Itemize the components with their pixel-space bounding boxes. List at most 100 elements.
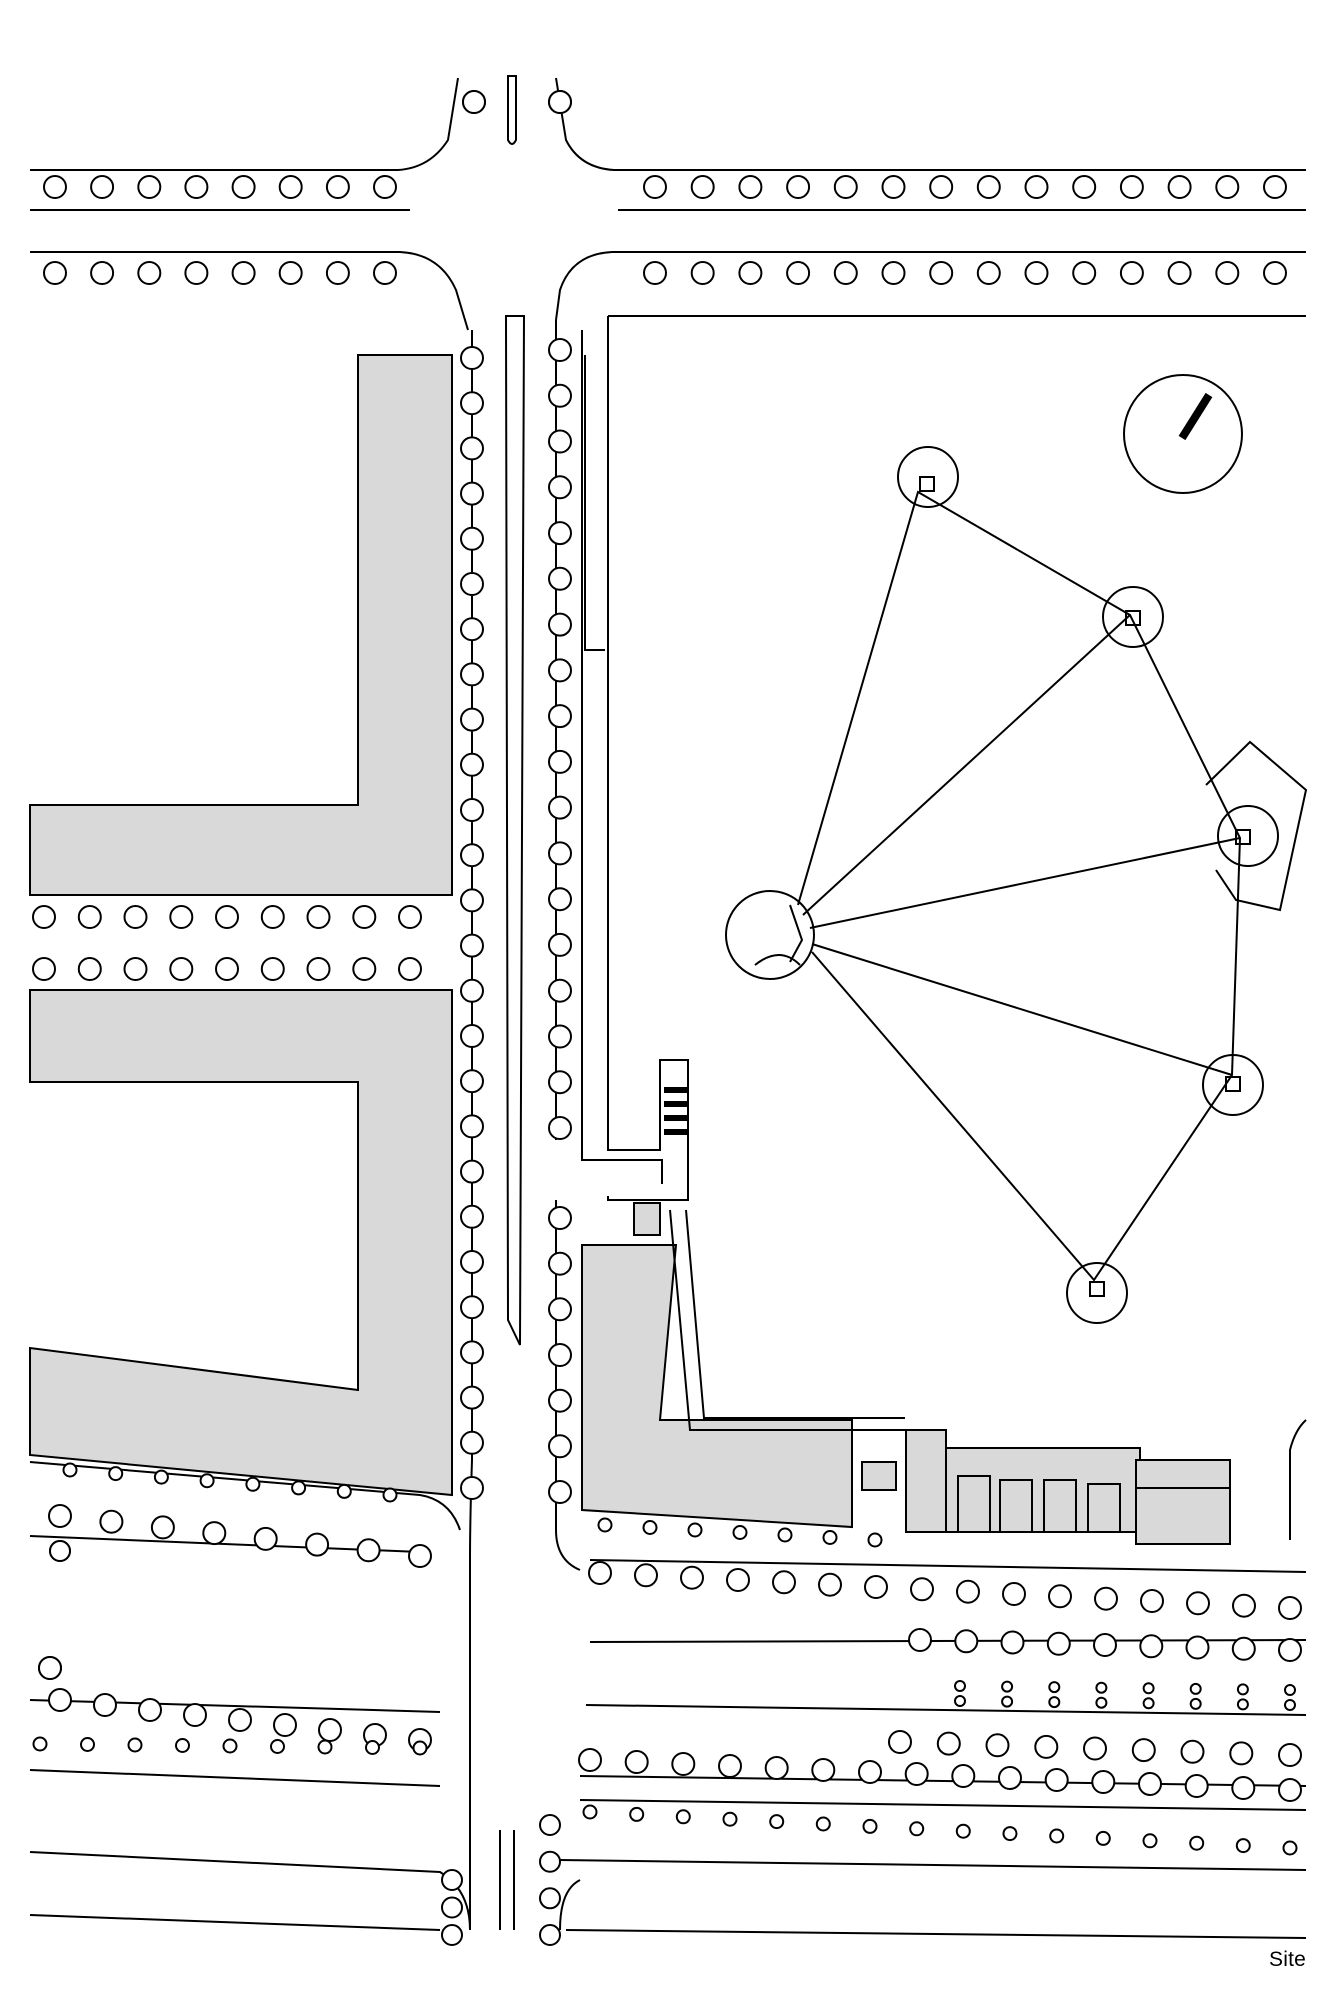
tree-icon	[137, 261, 162, 285]
tree-icon	[108, 1466, 124, 1482]
tree-icon	[548, 521, 572, 546]
tree-icon	[1131, 1738, 1156, 1763]
tree-icon	[548, 932, 572, 957]
tree-icon	[352, 957, 377, 981]
tree-icon	[1186, 1591, 1210, 1616]
tree-icon	[183, 1703, 207, 1727]
tree-icon	[460, 1430, 484, 1455]
tree-icon	[317, 1739, 333, 1755]
tree-icon	[1180, 1739, 1205, 1764]
tree-icon	[1093, 1633, 1117, 1657]
tree-icon	[222, 1738, 238, 1754]
tree-icon	[32, 1736, 48, 1752]
tree-icon	[764, 1756, 789, 1780]
tree-icon	[548, 841, 572, 866]
tree-icon	[32, 905, 56, 929]
tree-icon	[62, 1462, 78, 1478]
block-west-lower	[29, 989, 453, 1497]
tree-icon	[881, 175, 906, 199]
tree-icon	[137, 175, 162, 199]
tree-icon	[1278, 1638, 1302, 1662]
tree-icon	[675, 1809, 691, 1825]
tree-icon	[1185, 1635, 1210, 1660]
tree-icon	[1189, 1835, 1205, 1851]
tree-icon	[1072, 175, 1097, 199]
tree-icon	[1284, 1699, 1296, 1711]
retaining-wall	[584, 355, 605, 651]
tree-icon	[864, 1575, 888, 1599]
lower-road-edge-5	[29, 1699, 1307, 1716]
pylon-5-base	[1089, 1281, 1105, 1297]
tree-icon	[1119, 175, 1144, 199]
tree-icon	[306, 957, 331, 981]
tree-icon	[356, 1538, 381, 1563]
service-box	[861, 1461, 897, 1491]
tree-icon	[985, 1733, 1010, 1758]
tree-icon	[687, 1522, 703, 1538]
tree-icon	[1095, 1681, 1108, 1694]
north-arrow-icon	[1123, 374, 1243, 494]
tree-icon	[786, 175, 811, 199]
tree-icon	[460, 798, 484, 822]
tree-icon	[998, 1766, 1022, 1790]
tree-icon	[1138, 1772, 1162, 1796]
tree-icon	[548, 978, 572, 1003]
tree-icon	[260, 905, 285, 929]
tree-icon	[169, 957, 194, 981]
tree-icon	[278, 175, 303, 199]
lower-road-edge-8	[29, 1914, 1307, 1939]
tree-icon	[215, 957, 239, 981]
tree-icon	[1001, 1695, 1014, 1708]
tree-icon	[539, 1814, 561, 1836]
tree-icon	[270, 1739, 285, 1754]
tree-icon	[548, 1297, 572, 1322]
tree-icon	[671, 1752, 696, 1776]
tree-icon	[32, 957, 56, 981]
tree-icon	[398, 957, 422, 981]
tree-icon	[49, 1540, 71, 1562]
tree-icon	[548, 749, 572, 774]
hatch-stripe-1	[664, 1087, 688, 1135]
tree-icon	[548, 90, 572, 114]
tree-icon	[888, 1730, 912, 1754]
tree-icon	[1278, 1778, 1302, 1802]
tree-icon	[460, 1385, 484, 1410]
tree-icon	[858, 1760, 882, 1784]
tree-icon	[77, 957, 102, 981]
tree-icon	[718, 1754, 742, 1778]
tree-icon	[690, 175, 715, 199]
tree-icon	[291, 1480, 307, 1496]
tree-icon	[460, 391, 484, 416]
tree-icon	[138, 1698, 162, 1722]
tree-icon	[680, 1565, 704, 1590]
tree-icon	[460, 843, 484, 868]
tree-icon	[954, 1629, 979, 1654]
tree-icon	[772, 1570, 796, 1595]
tree-icon	[93, 1693, 117, 1717]
tree-icon	[582, 1804, 598, 1820]
tree-icon	[548, 1480, 572, 1504]
tree-icon	[548, 658, 572, 683]
tree-icon	[441, 1869, 463, 1891]
tree-icon	[548, 1070, 572, 1095]
paving-strip	[669, 1209, 905, 1431]
tree-icon	[460, 662, 484, 687]
tree-icon	[548, 338, 572, 362]
tree-icon	[1284, 1684, 1296, 1696]
tree-icon	[624, 1750, 649, 1774]
streets	[29, 75, 1307, 1939]
tree-icon	[460, 1204, 484, 1229]
tree-icon	[732, 1525, 748, 1540]
tree-icon	[1278, 1596, 1302, 1620]
tree-icon	[352, 905, 377, 929]
tree-icon	[1263, 261, 1287, 285]
lower-road-edge-7	[29, 1851, 1307, 1931]
median-south	[499, 1830, 515, 1930]
tree-icon	[48, 1504, 72, 1528]
tree-icon	[1095, 1696, 1108, 1709]
tree-icon	[1140, 1589, 1164, 1613]
tree-icon	[955, 1823, 971, 1839]
tree-icon	[460, 1024, 484, 1048]
tree-icon	[460, 1476, 484, 1500]
tree-icon	[786, 261, 811, 285]
